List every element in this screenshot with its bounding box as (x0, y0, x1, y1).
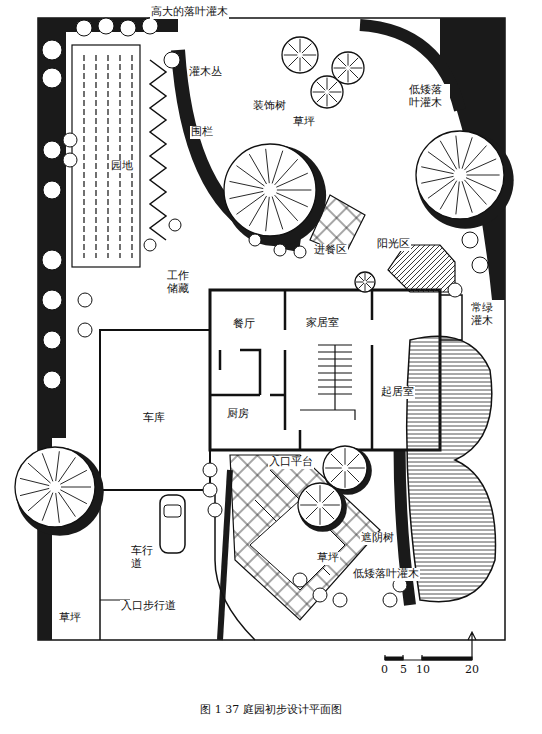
shrub-symbol (78, 323, 92, 337)
plan-label: 起居室 (380, 386, 415, 399)
shrub-symbol (43, 181, 61, 199)
shrub-symbol (42, 68, 62, 88)
shrub-symbol (274, 244, 286, 256)
tree-symbol (298, 483, 347, 532)
hedges (38, 18, 505, 640)
shrub-symbol (203, 463, 217, 477)
figure-caption: 图 1 37 庭园初步设计平面图 (199, 704, 343, 717)
scale-bar (385, 632, 476, 660)
shrub-symbol (76, 20, 92, 36)
shrub-symbol (293, 573, 307, 587)
shrub-symbol (294, 246, 306, 258)
scale-number: 5 (399, 664, 408, 677)
plan-label: 工作储藏 (166, 270, 194, 295)
shrub-symbol (203, 483, 217, 497)
plan-label: 餐厅 (232, 318, 256, 331)
shrub-symbol (249, 234, 261, 246)
plan-label: 装饰树 (252, 100, 287, 113)
scale-number: 10 (415, 664, 431, 677)
tree-symbol (15, 447, 104, 536)
plan-label: 草坪 (58, 612, 82, 625)
shrub-symbol (142, 18, 158, 34)
plan-label: 车库 (142, 412, 166, 425)
plan-label: 厨房 (226, 408, 250, 421)
plan-label: 高大的落叶灌木 (150, 6, 229, 19)
plan-label: 草坪 (292, 116, 316, 129)
scale-number: 0 (380, 664, 389, 677)
plan-label: 家居室 (305, 317, 340, 330)
plan-label: 低矮落叶灌木 (408, 84, 450, 109)
plan-label: 遮阴树 (360, 532, 395, 545)
shrub-symbol (313, 588, 327, 602)
vegetable-garden (72, 45, 140, 267)
plan-label: 低矮落叶灌木 (352, 568, 420, 581)
plan-label: 阳光区 (376, 238, 411, 251)
tree-symbol (282, 37, 318, 73)
shrub-symbol (42, 290, 62, 310)
tree-symbol (224, 144, 326, 246)
shrub-symbol (144, 239, 156, 251)
shrub-symbol (98, 18, 114, 34)
shrub-symbol (42, 40, 62, 60)
plan-label: 常绿灌木 (470, 302, 498, 327)
shrub-symbol (333, 593, 347, 607)
shrub-symbol (169, 219, 181, 231)
shrub-symbol (164, 52, 180, 68)
plan-label: 入口平台 (268, 456, 314, 469)
trees (15, 18, 514, 607)
shrub-symbol (448, 283, 462, 297)
lawn-terrace (407, 336, 496, 601)
plan-label: 围栏 (190, 126, 214, 139)
shrub-symbol (43, 331, 61, 349)
tree-symbol (416, 131, 514, 229)
shrub-symbol (208, 503, 222, 517)
shrub-symbol (472, 257, 488, 273)
plan-label: 入口步行道 (120, 600, 177, 613)
plan-label: 车行道 (130, 545, 158, 570)
plan-label: 草坪 (316, 552, 340, 565)
shrub-symbol (462, 232, 478, 248)
shrub-symbol (63, 133, 77, 147)
shrub-symbol (42, 250, 62, 270)
shrub-symbol (383, 593, 397, 607)
tree-symbol (332, 52, 364, 84)
scale-number: 20 (464, 664, 480, 677)
shrub-symbol (63, 153, 77, 167)
tree-symbol (355, 272, 375, 292)
plan-label: 进餐区 (313, 244, 348, 257)
plan-label: 园地 (110, 160, 134, 173)
shrub-symbol (78, 293, 92, 307)
fence (150, 60, 166, 240)
shrub-symbol (43, 141, 61, 159)
plan-label: 灌木丛 (188, 66, 223, 79)
shrub-symbol (120, 20, 136, 36)
site-boundary (38, 18, 505, 640)
shrub-symbol (43, 371, 61, 389)
